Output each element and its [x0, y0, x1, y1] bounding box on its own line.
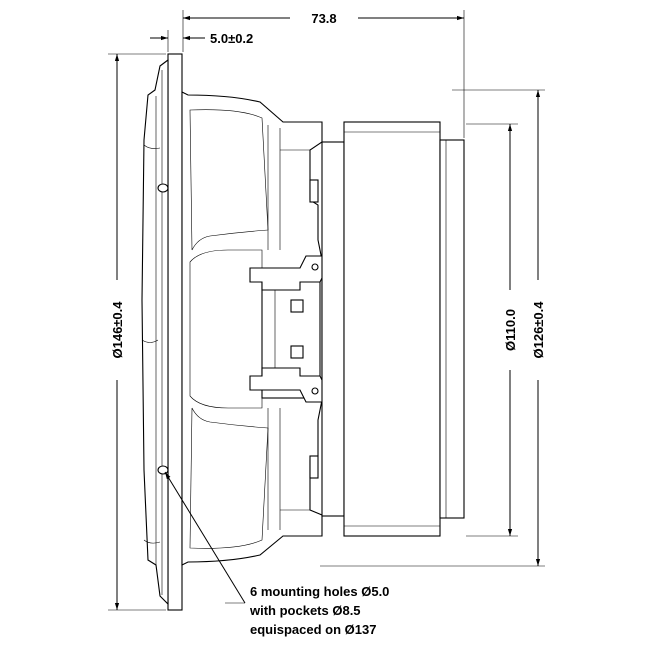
- dim-outer-diameter: Ø146±0.4: [108, 53, 166, 611]
- mounting-hole-upper: [157, 183, 169, 193]
- terminal-block: [249, 255, 327, 403]
- overall-depth-label: 73.8: [311, 11, 336, 26]
- terminal-lug-upper: [311, 263, 319, 271]
- basket-window-top: [189, 109, 269, 251]
- magnet-diameter-label: Ø110.0: [503, 309, 518, 351]
- terminal-lug-lower: [311, 387, 319, 395]
- note-line-1: 6 mounting holes Ø5.0: [250, 584, 389, 599]
- dim-flange-thickness: 5.0±0.2: [150, 30, 253, 52]
- terminal-lower: [249, 367, 327, 403]
- speaker-body: [141, 53, 465, 611]
- terminal-square-lower: [290, 345, 304, 359]
- vent-tab-top: [309, 179, 319, 203]
- note-line-2: with pockets Ø8.5: [249, 603, 361, 618]
- surround-detail-top: [143, 144, 161, 149]
- basket-window-middle: [189, 249, 263, 409]
- leader-line: [164, 471, 246, 604]
- mounting-hole-lower: [157, 465, 169, 475]
- basket-window-bottom: [189, 407, 269, 549]
- front-surround: [141, 58, 169, 606]
- mounting-note: 6 mounting holes Ø5.0 with pockets Ø8.5 …: [164, 471, 389, 637]
- magnet: [343, 121, 441, 537]
- vent-tab-bottom: [309, 455, 319, 479]
- terminal-square-upper: [290, 299, 304, 313]
- back-plate: [439, 139, 465, 519]
- terminal-upper: [249, 255, 327, 291]
- note-line-3: equispaced on Ø137: [250, 622, 376, 637]
- basket-spokes: [267, 125, 281, 530]
- dim-magnet-diameter: Ø110.0: [466, 123, 518, 537]
- basket-spoke-ends: [280, 149, 310, 511]
- surround-detail-bottom: [143, 539, 161, 544]
- surround-detail-mid: [141, 339, 159, 343]
- flange-thickness-label: 5.0±0.2: [210, 31, 253, 46]
- dim-rear-diameter: Ø126±0.4: [320, 89, 546, 567]
- outer-diameter-label: Ø146±0.4: [110, 301, 125, 359]
- dim-overall-depth: 73.8: [182, 10, 465, 138]
- top-plate: [321, 141, 345, 517]
- front-flange: [167, 53, 183, 611]
- rear-diameter-label: Ø126±0.4: [531, 301, 546, 359]
